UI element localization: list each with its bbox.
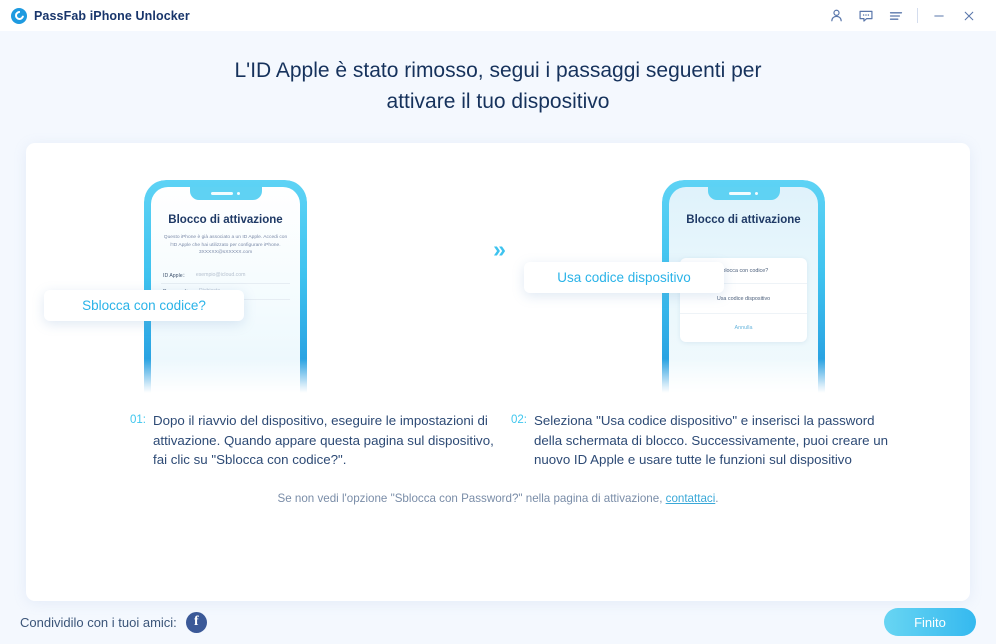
share-label: Condividilo con i tuoi amici: [20, 614, 177, 630]
titlebar-divider [917, 8, 918, 23]
step-item-02: 02: Seleziona "Usa codice dispositivo" e… [511, 411, 892, 470]
step-item-01: 01: Dopo il riavvio del dispositivo, ese… [130, 411, 511, 470]
option-cancel[interactable]: Annulla [734, 325, 753, 331]
option-unlock-with-code[interactable]: Sblocca con codice? [680, 258, 807, 284]
phone-notch-icon [189, 187, 262, 200]
phone-mockup-step1: Blocco di attivazione Questo iPhone è gi… [44, 143, 464, 393]
window-titlebar: PassFab iPhone Unlocker [0, 0, 996, 31]
page-title: L'ID Apple è stato rimosso, segui i pass… [118, 55, 878, 117]
activation-lock-title: Blocco di attivazione [168, 214, 283, 226]
phone-notch-icon [707, 187, 780, 200]
footer-bar: Condividilo con i tuoi amici: f Finito [0, 600, 996, 644]
instructions-card: Blocco di attivazione Questo iPhone è gi… [26, 143, 970, 601]
contact-hint-prefix: Se non vedi l'opzione "Sblocca con Passw… [277, 491, 666, 505]
contact-link[interactable]: contattaci [665, 491, 716, 505]
arrow-right-icon: » [493, 236, 506, 262]
app-title: PassFab iPhone Unlocker [34, 8, 190, 23]
activation-lock-title: Blocco di attivazione [686, 214, 801, 226]
callout-unlock-with-code: Sblocca con codice? [44, 290, 244, 321]
brand: PassFab iPhone Unlocker [11, 7, 190, 24]
step-text: Seleziona "Usa codice dispositivo" e ins… [534, 413, 889, 468]
apple-id-value: esempio@icloud.com [195, 272, 246, 279]
option-use-device-passcode[interactable]: Usa codice dispositivo [680, 284, 807, 314]
minimize-icon[interactable] [924, 1, 954, 31]
phone-frame: Blocco di attivazione Questo iPhone è gi… [144, 180, 307, 393]
finish-button[interactable]: Finito [884, 608, 976, 636]
callout-use-device-passcode: Usa codice dispositivo [524, 262, 724, 293]
step-number: 01: [130, 414, 146, 426]
apple-id-label: ID Apple： [163, 272, 188, 279]
step-number: 02: [511, 414, 527, 426]
page-title-line2: attivare il tuo dispositivo [386, 90, 610, 113]
phone-illustrations: Blocco di attivazione Questo iPhone è gi… [26, 143, 970, 393]
phone-mockup-step2: Blocco di attivazione Sblocca con codice… [524, 143, 944, 393]
step-text: Dopo il riavvio del dispositivo, eseguir… [153, 413, 494, 468]
activation-lock-description: Questo iPhone è già associato a un ID Ap… [163, 235, 288, 256]
window-controls [821, 1, 984, 31]
facebook-icon[interactable]: f [185, 611, 207, 633]
close-icon[interactable] [954, 1, 984, 31]
menu-icon[interactable] [881, 1, 911, 31]
contact-hint: Se non vedi l'opzione "Sblocca con Passw… [26, 492, 970, 505]
passfab-logo-icon [11, 7, 27, 24]
steps-list: 01: Dopo il riavvio del dispositivo, ese… [26, 393, 970, 470]
apple-id-field[interactable]: ID Apple： esempio@icloud.com [161, 268, 290, 284]
account-icon[interactable] [821, 1, 851, 31]
page-title-line1: L'ID Apple è stato rimosso, segui i pass… [234, 59, 762, 82]
feedback-icon[interactable] [851, 1, 881, 31]
contact-hint-suffix: . [715, 491, 719, 505]
